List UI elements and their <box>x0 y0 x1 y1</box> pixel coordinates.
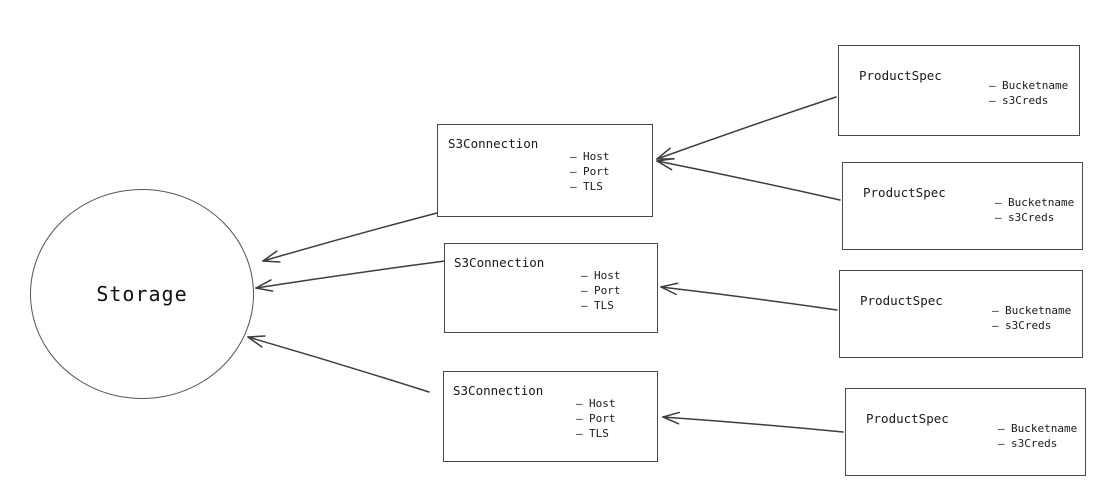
attribute-label: Port <box>594 284 621 297</box>
attribute-label: Host <box>589 397 616 410</box>
bullet-dash-icon: – <box>989 79 996 92</box>
attribute-label: s3Creds <box>1011 437 1058 450</box>
storage-node-label: Storage <box>96 282 188 306</box>
bullet-dash-icon: – <box>570 180 577 193</box>
spec-node-2-attributes: –Bucketname–s3Creds <box>995 195 1074 225</box>
spec-node-3-attributes: –Bucketname–s3Creds <box>992 303 1071 333</box>
spec-node-3[interactable]: ProductSpec –Bucketname–s3Creds <box>839 270 1083 358</box>
arrow-spec3-to-conn2 <box>660 282 838 311</box>
attribute-item: –TLS <box>581 298 621 313</box>
attribute-item: –Host <box>576 396 616 411</box>
attribute-label: Bucketname <box>1005 304 1072 317</box>
arrowhead-stroke <box>262 250 278 262</box>
arrow-conn1-to-storage <box>262 212 438 263</box>
arrowhead-stroke <box>660 286 678 296</box>
bullet-dash-icon: – <box>570 150 577 163</box>
spec-node-1[interactable]: ProductSpec –Bucketname–s3Creds <box>838 45 1080 136</box>
arrowhead-stroke <box>255 279 272 289</box>
bullet-dash-icon: – <box>989 94 996 107</box>
bullet-dash-icon: – <box>998 422 1005 435</box>
attribute-item: –Port <box>570 164 610 179</box>
spec-node-4[interactable]: ProductSpec –Bucketname–s3Creds <box>845 388 1086 476</box>
connection-node-3[interactable]: S3Connection–Host–Port–TLS <box>443 371 658 462</box>
connection-node-1-title: S3Connection <box>448 136 539 151</box>
spec-node-2-title: ProductSpec <box>863 185 946 200</box>
arrow-conn3-to-storage <box>247 335 430 393</box>
arrowhead-stroke <box>656 147 671 160</box>
attribute-item: –s3Creds <box>989 93 1068 108</box>
attribute-item: –s3Creds <box>992 318 1071 333</box>
arrow-conn2-to-storage <box>255 260 446 292</box>
bullet-dash-icon: – <box>581 284 588 297</box>
attribute-item: –Port <box>576 411 616 426</box>
connection-node-1[interactable]: S3Connection–Host–Port–TLS <box>437 124 653 217</box>
arrowhead-stroke <box>247 335 266 338</box>
connection-node-1-attributes: –Host–Port–TLS <box>570 149 610 194</box>
bullet-dash-icon: – <box>576 412 583 425</box>
arrow-spec2-to-conn1 <box>656 157 841 201</box>
spec-node-4-title: ProductSpec <box>866 411 949 426</box>
bullet-dash-icon: – <box>998 437 1005 450</box>
storage-node[interactable]: Storage <box>30 189 254 399</box>
attribute-item: –Bucketname <box>992 303 1071 318</box>
attribute-item: –s3Creds <box>995 210 1074 225</box>
attribute-item: –Bucketname <box>989 78 1068 93</box>
spec-node-1-title: ProductSpec <box>859 68 942 83</box>
arrowhead-stroke <box>662 416 680 425</box>
attribute-label: Port <box>589 412 616 425</box>
bullet-dash-icon: – <box>576 397 583 410</box>
attribute-label: TLS <box>583 180 603 193</box>
bullet-dash-icon: – <box>995 196 1002 209</box>
attribute-label: Host <box>594 269 621 282</box>
spec-node-1-attributes: –Bucketname–s3Creds <box>989 78 1068 108</box>
attribute-label: Host <box>583 150 610 163</box>
attribute-label: Port <box>583 165 610 178</box>
attribute-label: TLS <box>594 299 614 312</box>
attribute-item: –Host <box>570 149 610 164</box>
attribute-label: s3Creds <box>1002 94 1049 107</box>
attribute-label: s3Creds <box>1005 319 1052 332</box>
connection-node-3-attributes: –Host–Port–TLS <box>576 396 616 441</box>
bullet-dash-icon: – <box>992 319 999 332</box>
bullet-dash-icon: – <box>576 427 583 440</box>
attribute-label: Bucketname <box>1011 422 1078 435</box>
arrowhead-stroke <box>662 411 681 418</box>
bullet-dash-icon: – <box>570 165 577 178</box>
attribute-item: –TLS <box>576 426 616 441</box>
arrowhead-stroke <box>656 157 675 162</box>
connection-node-2[interactable]: S3Connection–Host–Port–TLS <box>444 243 658 333</box>
attribute-item: –Bucketname <box>995 195 1074 210</box>
attribute-label: Bucketname <box>1008 196 1075 209</box>
bullet-dash-icon: – <box>581 299 588 312</box>
arrowhead-stroke <box>262 260 281 263</box>
attribute-label: Bucketname <box>1002 79 1069 92</box>
attribute-item: –TLS <box>570 179 610 194</box>
attribute-item: –Port <box>581 283 621 298</box>
bullet-dash-icon: – <box>581 269 588 282</box>
arrowhead-stroke <box>247 336 263 348</box>
attribute-label: TLS <box>589 427 609 440</box>
arrowhead-stroke <box>255 287 274 292</box>
spec-node-4-attributes: –Bucketname–s3Creds <box>998 421 1077 451</box>
attribute-item: –s3Creds <box>998 436 1077 451</box>
bullet-dash-icon: – <box>995 211 1002 224</box>
arrowhead-stroke <box>656 160 673 171</box>
arrowhead-stroke <box>660 282 679 288</box>
connection-node-3-title: S3Connection <box>453 383 544 398</box>
bullet-dash-icon: – <box>992 304 999 317</box>
spec-node-2[interactable]: ProductSpec –Bucketname–s3Creds <box>842 162 1083 250</box>
attribute-label: s3Creds <box>1008 211 1055 224</box>
arrow-spec1-to-conn1 <box>656 96 837 160</box>
spec-node-3-title: ProductSpec <box>860 293 943 308</box>
connection-node-2-attributes: –Host–Port–TLS <box>581 268 621 313</box>
arrow-spec4-to-conn3 <box>662 411 844 433</box>
attribute-item: –Bucketname <box>998 421 1077 436</box>
connection-node-2-title: S3Connection <box>454 255 545 270</box>
attribute-item: –Host <box>581 268 621 283</box>
